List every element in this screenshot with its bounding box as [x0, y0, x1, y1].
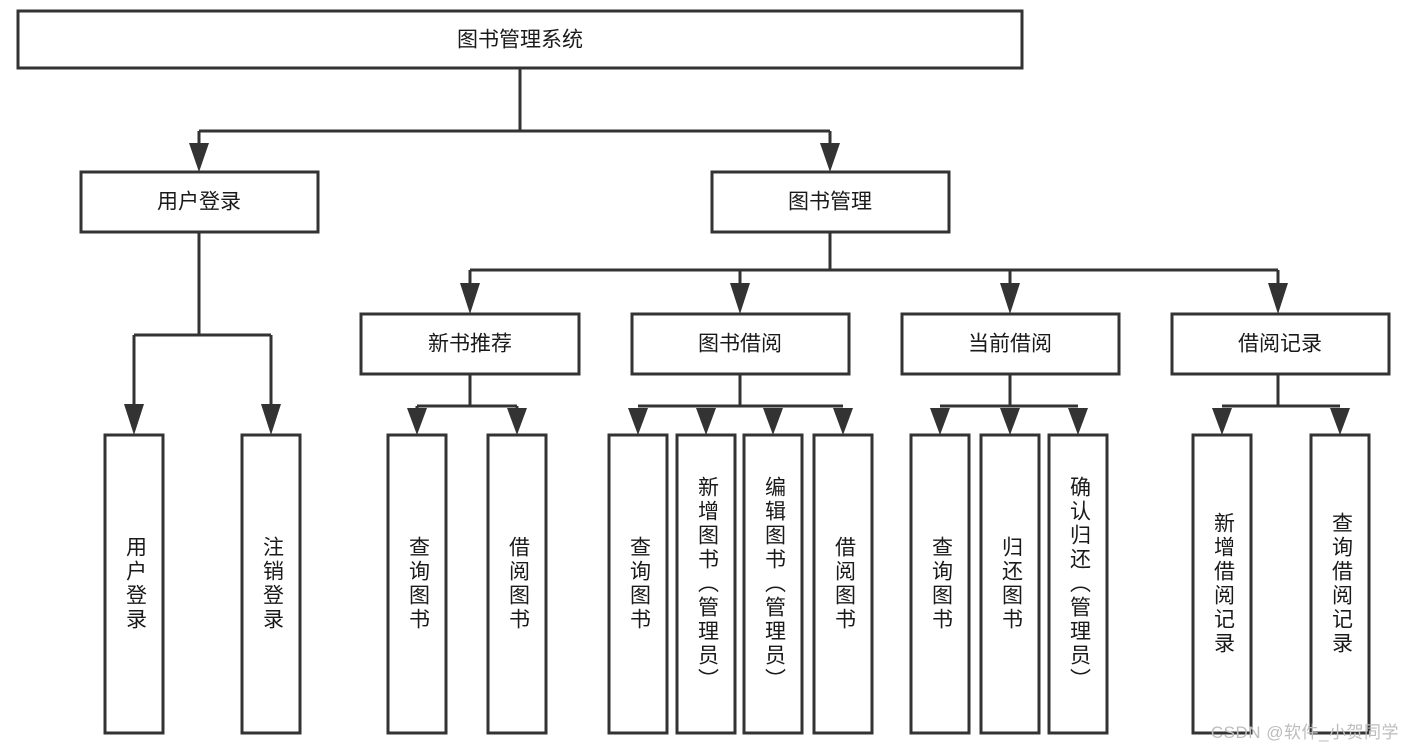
node-leaf-rec-query-book-box[interactable]: [386, 433, 448, 735]
arrow-head-icon: [460, 283, 480, 314]
node-current-borrow-label: 当前借阅: [968, 333, 1052, 356]
connector-group-current-borrow: [930, 374, 1088, 435]
arrow-head-icon: [820, 143, 840, 172]
node-leaf-borrow-query-book-label: 查询图书: [627, 536, 651, 632]
arrow-head-icon: [189, 143, 209, 172]
node-leaf-cur-query-book[interactable]: 查询图书: [909, 433, 971, 735]
node-current-borrow[interactable]: 当前借阅: [900, 312, 1121, 376]
node-borrow-record[interactable]: 借阅记录: [1170, 312, 1391, 376]
node-leaf-user-logout-box[interactable]: [240, 433, 302, 735]
arrow-head-icon: [1268, 283, 1288, 314]
node-user-login-label: 用户登录: [157, 191, 241, 214]
node-leaf-cur-confirm-return-label: 确认归还（管理员）: [1067, 476, 1091, 692]
connector-group-user-login: [124, 232, 281, 435]
node-user-login[interactable]: 用户登录: [79, 170, 320, 234]
node-leaf-borrow-edit-book[interactable]: 编辑图书（管理员）: [742, 433, 804, 735]
node-leaf-rec-query-record-box[interactable]: [1309, 433, 1371, 735]
node-leaf-cur-confirm-return-box[interactable]: [1047, 433, 1109, 735]
node-leaf-cur-query-book-label: 查询图书: [929, 536, 953, 632]
connector-group-book-manage: [460, 232, 1288, 314]
node-leaf-user-login[interactable]: 用户登录: [103, 433, 165, 735]
node-leaf-user-logout[interactable]: 注销登录: [240, 433, 302, 735]
node-leaf-user-logout-label: 注销登录: [260, 536, 284, 632]
node-borrow-record-box[interactable]: [1170, 312, 1391, 376]
node-leaf-rec-query-book[interactable]: 查询图书: [386, 433, 448, 735]
arrow-head-icon: [1068, 408, 1088, 435]
node-leaf-borrow-borrow-book[interactable]: 借阅图书: [812, 433, 874, 735]
node-current-borrow-box[interactable]: [900, 312, 1121, 376]
node-leaf-rec-borrow-book[interactable]: 借阅图书: [486, 433, 548, 735]
node-leaf-cur-return-book-box[interactable]: [979, 433, 1041, 735]
node-user-login-box[interactable]: [79, 170, 320, 234]
node-book-manage[interactable]: 图书管理: [710, 170, 951, 234]
connector-group-new-book-recommend: [407, 374, 527, 435]
node-book-borrow-label: 图书借阅: [698, 333, 782, 356]
arrow-head-icon: [696, 408, 716, 435]
node-leaf-rec-add-record-box[interactable]: [1191, 433, 1253, 735]
arrow-head-icon: [124, 404, 144, 435]
node-leaf-rec-query-record[interactable]: 查询借阅记录: [1309, 433, 1371, 735]
arrow-head-icon: [1212, 408, 1232, 435]
arrow-head-icon: [1000, 283, 1020, 314]
arrow-head-icon: [763, 408, 783, 435]
node-leaf-borrow-edit-book-box[interactable]: [742, 433, 804, 735]
node-leaf-rec-add-record-label: 新增借阅记录: [1211, 512, 1235, 656]
node-leaf-borrow-query-book-box[interactable]: [607, 433, 669, 735]
node-leaf-cur-return-book-label: 归还图书: [999, 536, 1023, 632]
arrow-head-icon: [930, 408, 950, 435]
arrow-head-icon: [833, 408, 853, 435]
node-leaf-rec-borrow-book-label: 借阅图书: [506, 536, 530, 632]
node-leaf-rec-query-book-label: 查询图书: [406, 536, 430, 632]
connector-group-root: [189, 68, 840, 172]
node-book-manage-label: 图书管理: [788, 191, 872, 214]
node-leaf-borrow-borrow-book-label: 借阅图书: [832, 536, 856, 632]
node-leaf-cur-confirm-return[interactable]: 确认归还（管理员）: [1047, 433, 1109, 735]
node-leaf-rec-query-record-label: 查询借阅记录: [1329, 512, 1353, 656]
arrow-head-icon: [507, 408, 527, 435]
node-leaf-borrow-add-book-label: 新增图书（管理员）: [695, 476, 719, 692]
node-leaf-rec-add-record[interactable]: 新增借阅记录: [1191, 433, 1253, 735]
arrow-head-icon: [261, 404, 281, 435]
node-leaf-borrow-add-book[interactable]: 新增图书（管理员）: [675, 433, 737, 735]
node-leaf-user-login-label: 用户登录: [123, 536, 147, 632]
arrow-head-icon: [407, 408, 427, 435]
node-leaf-user-login-box[interactable]: [103, 433, 165, 735]
node-new-book-recommend-label: 新书推荐: [428, 333, 512, 356]
node-book-borrow[interactable]: 图书借阅: [630, 312, 851, 376]
node-borrow-record-label: 借阅记录: [1238, 333, 1322, 356]
node-root-label: 图书管理系统: [457, 29, 583, 52]
connector-group-book-borrow: [628, 374, 853, 435]
node-root-box[interactable]: [16, 9, 1024, 70]
node-new-book-recommend[interactable]: 新书推荐: [359, 312, 581, 376]
node-leaf-borrow-edit-book-label: 编辑图书（管理员）: [762, 476, 786, 692]
node-leaf-cur-query-book-box[interactable]: [909, 433, 971, 735]
arrow-head-icon: [1330, 408, 1350, 435]
arrow-head-icon: [628, 408, 648, 435]
node-book-manage-box[interactable]: [710, 170, 951, 234]
node-leaf-cur-return-book[interactable]: 归还图书: [979, 433, 1041, 735]
node-leaf-borrow-query-book[interactable]: 查询图书: [607, 433, 669, 735]
node-book-borrow-box[interactable]: [630, 312, 851, 376]
node-leaf-borrow-borrow-book-box[interactable]: [812, 433, 874, 735]
node-leaf-rec-borrow-book-box[interactable]: [486, 433, 548, 735]
node-leaf-borrow-add-book-box[interactable]: [675, 433, 737, 735]
arrow-head-icon: [1000, 408, 1020, 435]
node-root[interactable]: 图书管理系统: [16, 9, 1024, 70]
connector-group-borrow-record: [1212, 374, 1350, 435]
node-new-book-recommend-box[interactable]: [359, 312, 581, 376]
arrow-head-icon: [730, 283, 750, 314]
